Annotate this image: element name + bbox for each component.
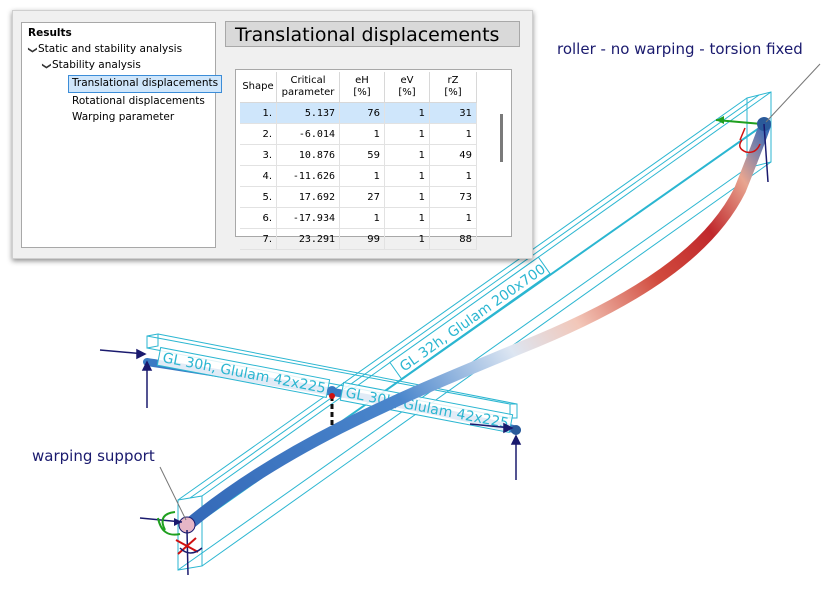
cell-rz: 1 bbox=[429, 207, 477, 229]
cell-critical: 10.876 bbox=[276, 144, 340, 166]
results-tree[interactable]: Results ❯Static and stability analysis ❯… bbox=[21, 22, 223, 248]
tree-item-rotational-displacements[interactable]: Rotational displacements bbox=[72, 95, 205, 107]
cell-ev: 1 bbox=[384, 144, 430, 166]
warping-support bbox=[139, 511, 203, 576]
tree-item-static-stability[interactable]: ❯Static and stability analysis bbox=[26, 41, 182, 57]
tree-item-label: Stability analysis bbox=[52, 59, 141, 71]
chevron-down-icon[interactable]: ❯ bbox=[41, 62, 51, 70]
cell-critical: 23.291 bbox=[276, 228, 340, 250]
cell-rz: 88 bbox=[429, 228, 477, 250]
cell-ev: 1 bbox=[384, 165, 430, 187]
cell-eh: 1 bbox=[339, 207, 385, 229]
cell-eh: 27 bbox=[339, 186, 385, 208]
cell-ev: 1 bbox=[384, 186, 430, 208]
main-beam-label-text: GL 32h, Glulam 200x700 bbox=[397, 261, 549, 375]
cell-rz: 1 bbox=[429, 123, 477, 145]
cell-shape: 4. bbox=[240, 165, 277, 187]
table-scrollbar[interactable] bbox=[500, 114, 503, 162]
cell-shape: 2. bbox=[240, 123, 277, 145]
cell-critical: -11.626 bbox=[276, 165, 340, 187]
cell-critical: 5.137 bbox=[276, 102, 340, 124]
cell-eh: 1 bbox=[339, 123, 385, 145]
cell-shape: 7. bbox=[240, 228, 277, 250]
cross-beam-label-left: GL 30h, Glulam 42x225 bbox=[156, 346, 331, 398]
panel-title: Translational displacements bbox=[225, 21, 520, 47]
cell-eh: 59 bbox=[339, 144, 385, 166]
cell-rz: 1 bbox=[429, 165, 477, 187]
cell-rz: 31 bbox=[429, 102, 477, 124]
chevron-down-icon[interactable]: ❯ bbox=[27, 46, 37, 54]
main-beam-label: GL 32h, Glulam 200x700 bbox=[389, 256, 551, 380]
tree-root[interactable]: Results bbox=[28, 27, 72, 39]
cell-ev: 1 bbox=[384, 207, 430, 229]
tree-item-stability-analysis[interactable]: ❯Stability analysis bbox=[40, 57, 141, 73]
cell-rz: 49 bbox=[429, 144, 477, 166]
cell-critical: 17.692 bbox=[276, 186, 340, 208]
cell-critical: -17.934 bbox=[276, 207, 340, 229]
cell-eh: 76 bbox=[339, 102, 385, 124]
cell-shape: 3. bbox=[240, 144, 277, 166]
cell-shape: 5. bbox=[240, 186, 277, 208]
support-left-cross bbox=[99, 348, 153, 408]
cell-shape: 6. bbox=[240, 207, 277, 229]
cell-shape: 1. bbox=[240, 102, 277, 124]
cell-rz: 73 bbox=[429, 186, 477, 208]
cell-eh: 1 bbox=[339, 165, 385, 187]
tree-item-warping-parameter[interactable]: Warping parameter bbox=[72, 111, 175, 123]
col-header-shape[interactable]: Shape bbox=[240, 72, 277, 103]
cell-critical: -6.014 bbox=[276, 123, 340, 145]
beam-connection bbox=[327, 386, 337, 428]
col-header-ev[interactable]: eV[%] bbox=[384, 72, 430, 103]
callout-roller: roller - no warping - torsion fixed bbox=[557, 40, 803, 58]
col-header-rz[interactable]: rZ[%] bbox=[429, 72, 477, 103]
cell-ev: 1 bbox=[384, 102, 430, 124]
main-beam-deformed bbox=[182, 119, 771, 531]
tree-item-label: Static and stability analysis bbox=[38, 43, 183, 55]
tree-item-translational-displacements[interactable]: Translational displacements bbox=[68, 75, 223, 93]
callout-warping-support: warping support bbox=[32, 447, 155, 465]
cell-ev: 1 bbox=[384, 228, 430, 250]
cell-ev: 1 bbox=[384, 123, 430, 145]
callout-roller-leader bbox=[765, 63, 821, 123]
svg-text:GL 30h, Glulam 42x225: GL 30h, Glulam 42x225 bbox=[161, 350, 327, 397]
col-header-eh[interactable]: eH[%] bbox=[339, 72, 385, 103]
results-panel: Results ❯Static and stability analysis ❯… bbox=[12, 10, 533, 259]
support-right-cross bbox=[469, 422, 522, 480]
cell-eh: 99 bbox=[339, 228, 385, 250]
callout-warping-leader bbox=[159, 466, 187, 521]
